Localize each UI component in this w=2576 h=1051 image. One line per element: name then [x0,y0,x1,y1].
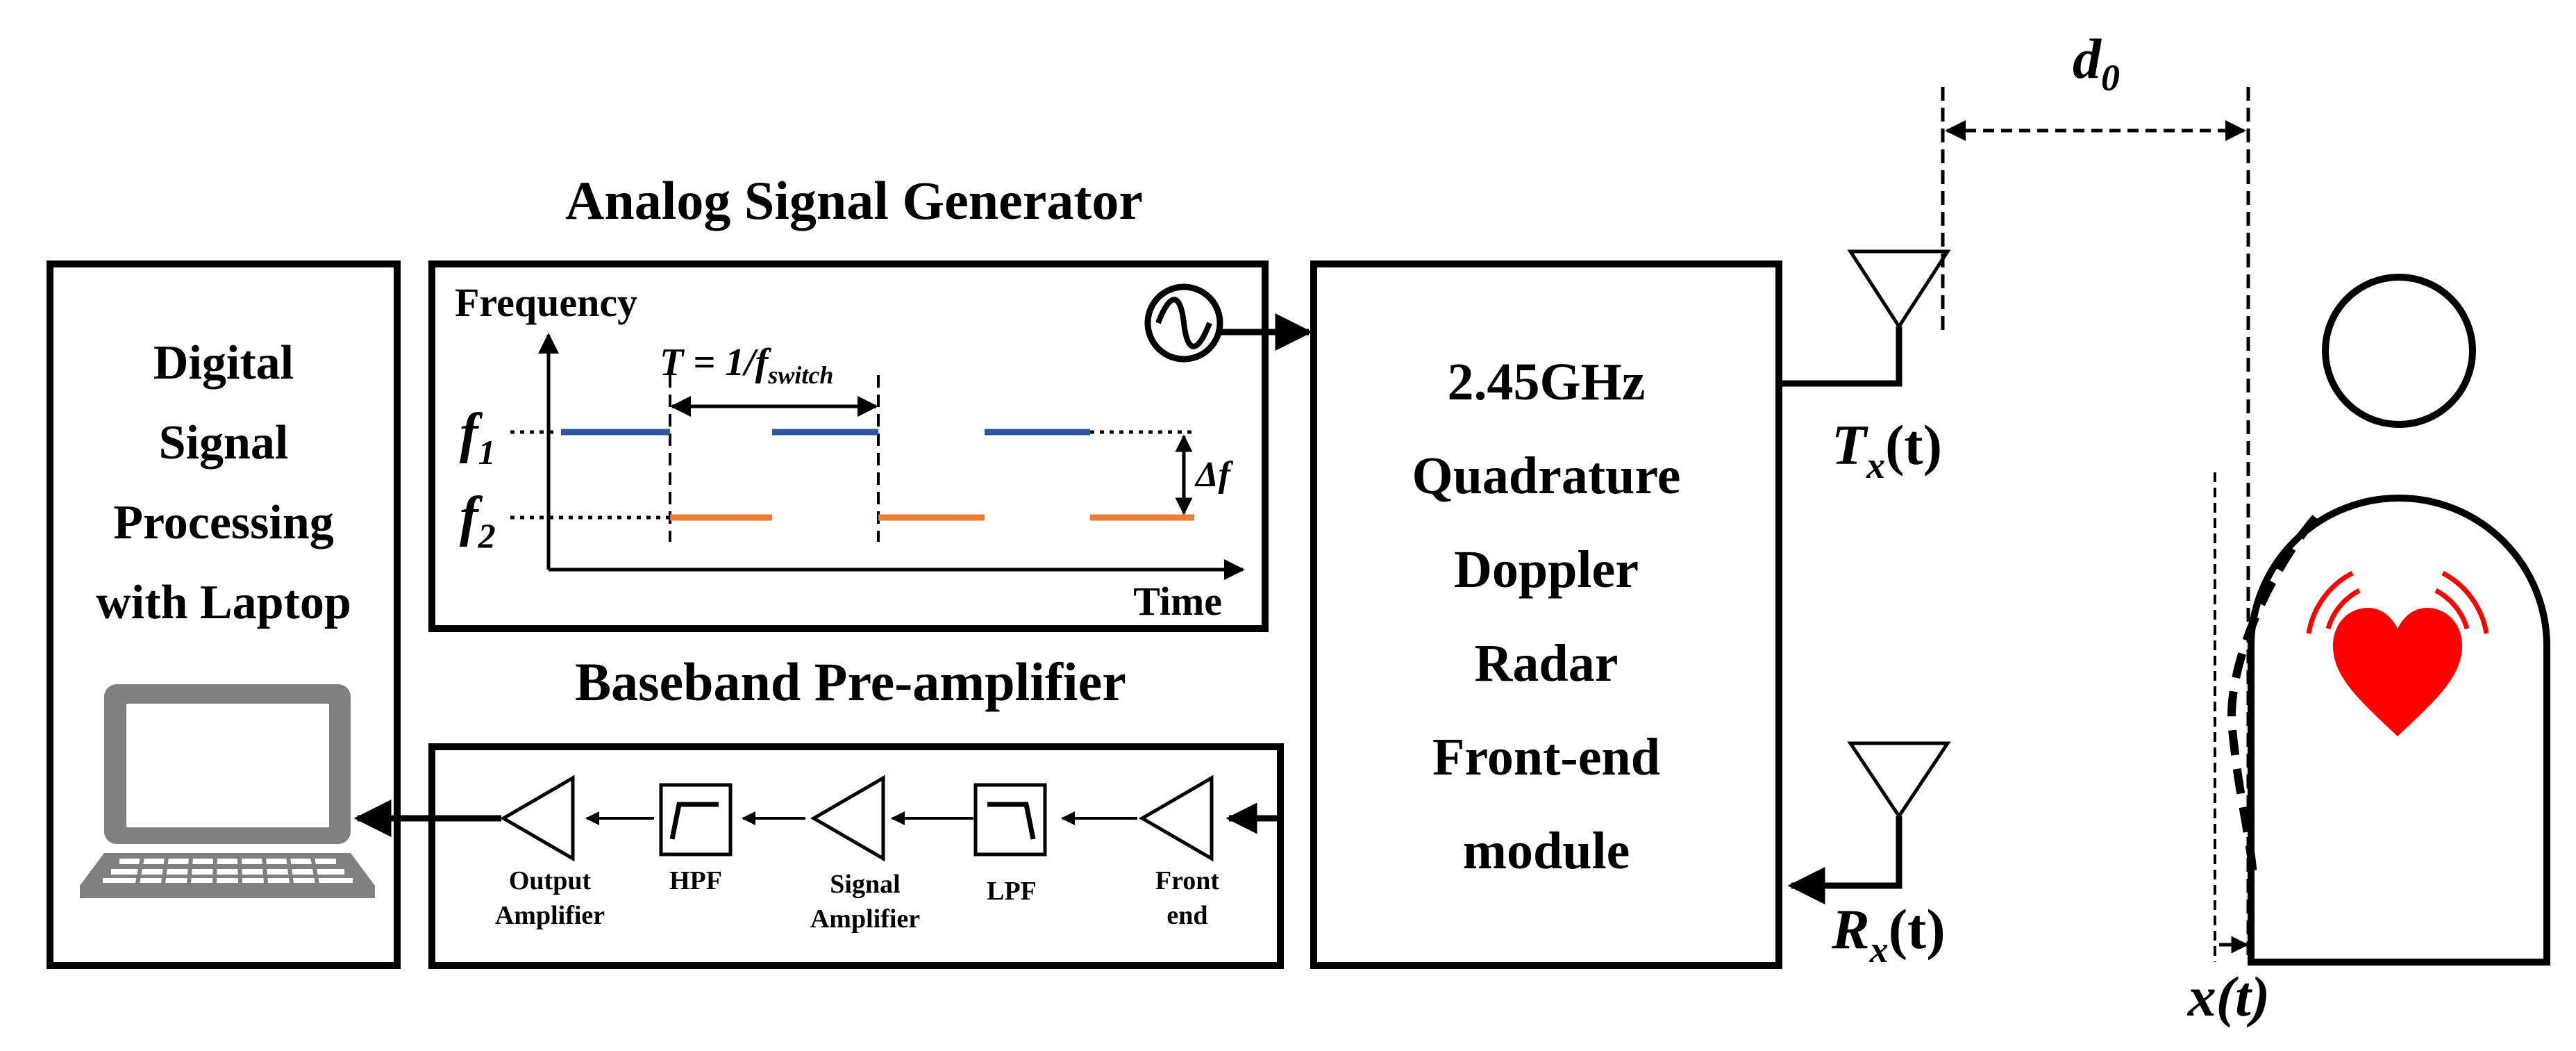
laptop-icon [80,684,375,898]
output-amplifier-icon [500,775,575,862]
displacement-label: x(t) [2187,965,2270,1028]
front-end-line-2: end [1166,901,1207,930]
radar-module-block: 2.45GHz Quadrature Doppler Radar Front-e… [1310,260,1782,969]
distance-marker: d0 [1941,27,2250,962]
rx-antenna: Rx(t) [1787,741,1951,970]
signal-amp-line-1: Signal [830,870,900,899]
head-icon [2322,274,2476,428]
tx-antenna-icon [1847,249,1951,330]
radar-line-1: 2.45GHz [1448,353,1646,411]
rx-antenna-icon [1847,741,1951,820]
signal-amplifier-icon [810,775,885,862]
preamp-title: Baseband Pre-amplifier [575,652,1126,712]
human-figure: x(t) [2187,274,2550,1028]
generator-title: Analog Signal Generator [565,170,1143,231]
dsp-line-1: Digital [153,336,294,390]
output-amp-line-2: Amplifier [495,901,605,930]
tx-antenna: Tx(t) [1779,249,1951,486]
dsp-line-3: Processing [113,496,334,549]
signal-amp-line-2: Amplifier [810,904,920,934]
dsp-block: Digital Signal Processing with Laptop [47,260,401,969]
oscillator-icon [1144,283,1223,363]
radar-line-2: Quadrature [1412,447,1680,505]
front-end-amplifier-icon [1139,775,1214,862]
d0-label: d0 [2073,27,2120,99]
signal-generator-block: Analog Signal Generator Frequency Time f… [428,170,1313,632]
heart-icon [2333,608,2462,736]
output-amp-line-1: Output [509,866,592,895]
lpf-label: LPF [987,877,1037,906]
front-end-line-1: Front [1155,866,1220,895]
y-axis-label: Frequency [455,280,637,325]
radar-line-5: Front-end [1432,728,1660,786]
radar-line-3: Doppler [1454,540,1639,599]
x-axis-label: Time [1133,579,1222,624]
dsp-line-4: with Laptop [96,576,351,629]
delta-f-label: Δf [1194,455,1234,495]
lpf-icon [973,783,1047,856]
hpf-icon [659,783,733,856]
rx-label: Rx(t) [1831,897,1946,970]
heartbeat-waves-icon [2306,570,2489,634]
radar-line-6: module [1463,822,1630,880]
radar-line-4: Radar [1475,634,1619,693]
f2-label: f2 [460,486,496,555]
preamp-block: Baseband Pre-amplifier Front end LPF Sig… [353,652,1284,969]
f1-label: f1 [460,403,496,472]
tx-label: Tx(t) [1832,413,1942,486]
dsp-line-2: Signal [159,416,289,470]
period-label: T = 1/fswitch [660,341,833,389]
hpf-label: HPF [669,866,722,895]
